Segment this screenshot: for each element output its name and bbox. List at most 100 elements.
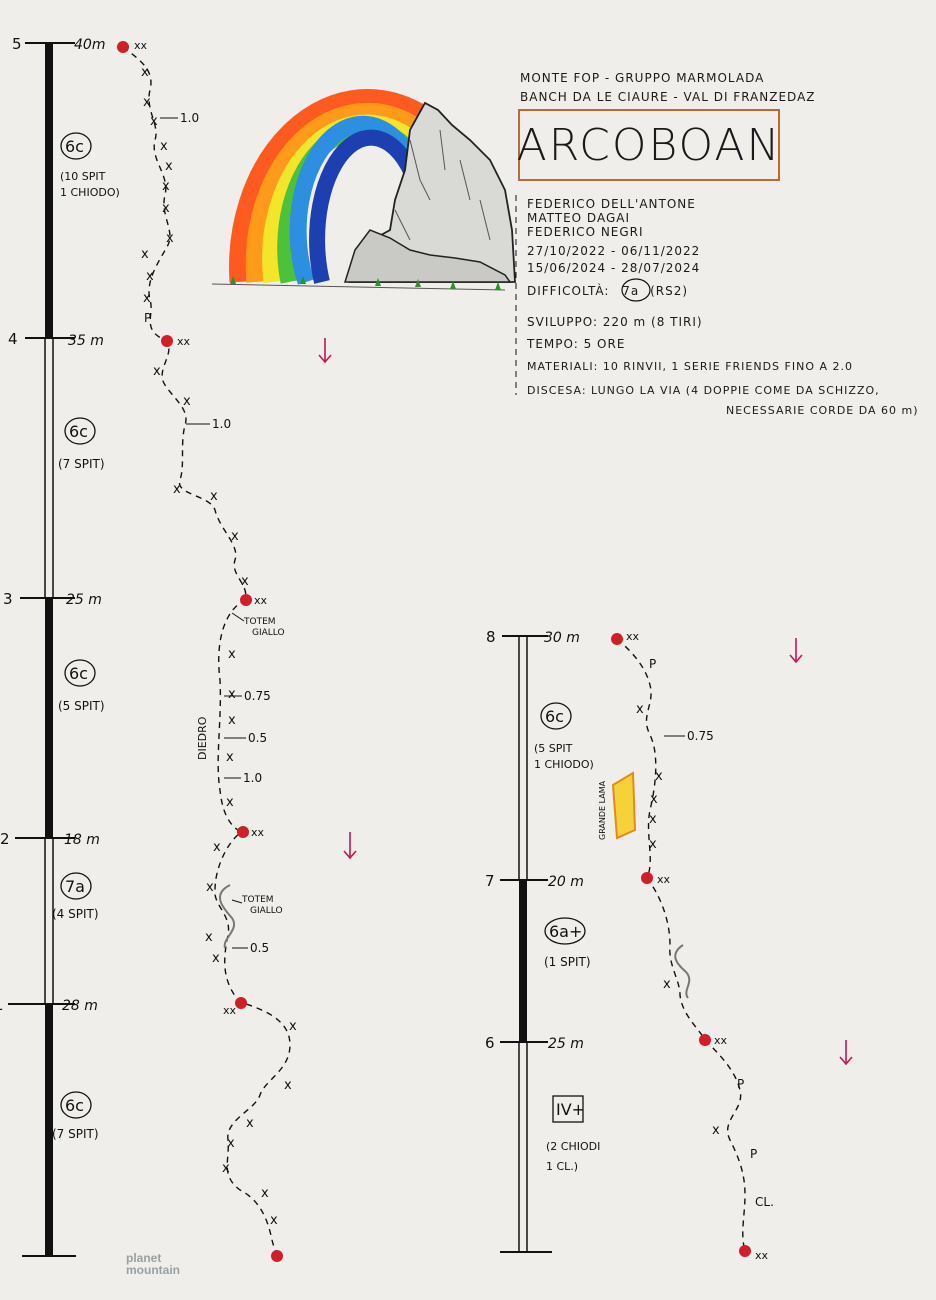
route-name-box: ARCOBOAN [516, 109, 782, 181]
piton-label: P [649, 657, 656, 671]
right-pitch-lengths: 30 m 20 m 25 m [544, 630, 584, 1052]
cam-label: 0.75 [687, 729, 714, 743]
svg-text:x: x [261, 1186, 269, 1201]
dates-1: 27/10/2022 - 06/11/2022 [527, 244, 701, 258]
svg-text:x: x [228, 687, 236, 702]
cam-label: 1.0 [243, 771, 262, 785]
grade-note: (5 SPIT) [58, 699, 105, 713]
grade-label: 6c [65, 1096, 84, 1115]
grade-note: (1 SPIT) [544, 955, 591, 969]
right-pitch-length: 25 m [548, 1036, 584, 1052]
difficulty-grade: 7a [622, 284, 640, 298]
left-scale-bar [8, 42, 76, 1257]
svg-text:x: x [655, 769, 663, 784]
belay-dot [237, 826, 249, 838]
grade-note: 1 CHIODO) [60, 186, 120, 199]
piton-label: P [144, 311, 151, 325]
svg-text:x: x [162, 179, 170, 194]
svg-text:x: x [141, 65, 149, 80]
svg-text:x: x [649, 837, 657, 852]
svg-text:x: x [284, 1078, 292, 1093]
mountain-peak [348, 101, 516, 283]
belay-dot [699, 1034, 711, 1046]
crack-squiggle [219, 884, 235, 949]
left-pitch-length: 35 m [68, 333, 104, 349]
right-scale-bar [500, 635, 552, 1253]
svg-text:x: x [150, 114, 158, 129]
right-grades: 6c (5 SPIT 1 CHIODO) 6a+ (1 SPIT) IV+ (2… [534, 702, 600, 1173]
svg-text:x: x [289, 1019, 297, 1034]
svg-text:x: x [663, 977, 671, 992]
belay-dot [641, 872, 653, 884]
flake-label: GRANDE LAMA [598, 780, 607, 840]
right-pitch-number: 7 [485, 872, 495, 890]
grade-note: (2 CHIODI [546, 1140, 600, 1153]
grade-label: 7a [65, 877, 85, 896]
cam-label: 0.5 [250, 941, 269, 955]
totem-label: TOTEM [243, 617, 276, 627]
bolt-marks: xxx xxx xxx xx xxx xxx xxx xx xxx x xxx … [141, 65, 720, 1228]
gear-line: MATERIALI: 10 RINVII, 1 SERIE FRIENDS FI… [527, 360, 854, 373]
belay-dot [240, 594, 252, 606]
svg-text:x: x [226, 795, 234, 810]
location-line-1: MONTE FOP - GRUPPO MARMOLADA [520, 71, 765, 85]
svg-text:x: x [649, 812, 657, 827]
time-line: TEMPO: 5 ORE [527, 337, 626, 351]
svg-text:x: x [162, 201, 170, 216]
first-ascent-1: FEDERICO DELL'ANTONE [527, 197, 696, 211]
svg-text:x: x [166, 231, 174, 246]
svg-text:x: x [146, 269, 154, 284]
left-pitch-number: 5 [12, 35, 22, 53]
left-grades: 6c (10 SPIT 1 CHIODO) 6c (7 SPIT) 6c (5 … [52, 132, 120, 1141]
diedro-label: DIEDRO [196, 716, 209, 760]
cl-label: CL. [755, 1195, 774, 1209]
totem-label: GIALLO [252, 628, 285, 638]
grade-note: 1 CHIODO) [534, 758, 594, 771]
svg-text:x: x [636, 702, 644, 717]
right-pitch-number: 8 [486, 628, 496, 646]
svg-text:x: x [241, 574, 249, 589]
cam-label: 1.0 [212, 417, 231, 431]
right-pitch-length: 30 m [544, 630, 580, 646]
grade-label: 6c [69, 664, 88, 683]
cam-label: 1.0 [180, 111, 199, 125]
crack-squiggle [674, 944, 691, 999]
belay-dot [235, 997, 247, 1009]
left-pitch-number: 4 [8, 330, 18, 348]
svg-text:x: x [205, 930, 213, 945]
svg-text:xx: xx [254, 594, 268, 607]
svg-text:x: x [206, 880, 214, 895]
left-pitch-length: 28 m [62, 998, 98, 1014]
belay-bolt-labels: xx xx xx xx xx xx xx xx xx [134, 39, 769, 1262]
left-pitch-length: 25 m [66, 592, 102, 608]
grade-note: (7 SPIT) [58, 457, 105, 471]
grade-label: 6a+ [549, 922, 582, 941]
svg-text:x: x [153, 364, 161, 379]
difficulty-extra: (RS2) [650, 284, 689, 298]
svg-text:x: x [712, 1123, 720, 1138]
flake-shape [611, 771, 637, 840]
svg-text:x: x [270, 1213, 278, 1228]
left-pitch-lengths: 40m 35 m 25 m 18 m 28 m [62, 37, 105, 1014]
cam-label: 0.5 [248, 731, 267, 745]
belay-dot [611, 633, 623, 645]
belay-dot [117, 41, 129, 53]
right-pitch-number: 6 [485, 1034, 495, 1052]
svg-text:x: x [165, 159, 173, 174]
svg-text:x: x [227, 1136, 235, 1151]
svg-text:x: x [222, 1161, 230, 1176]
svg-text:xx: xx [177, 335, 191, 348]
belays [117, 41, 751, 1262]
grade-note: (7 SPIT) [52, 1127, 99, 1141]
length-line: SVILUPPO: 220 m (8 TIRI) [527, 315, 703, 329]
left-pitch-numbers: 5 4 3 2 1 [0, 35, 22, 1014]
belay-dot [161, 335, 173, 347]
grade-label: IV+ [556, 1100, 585, 1119]
svg-text:x: x [210, 489, 218, 504]
cam-label: 0.75 [244, 689, 271, 703]
svg-text:x: x [173, 482, 181, 497]
route-name: ARCOBOAN [516, 119, 782, 171]
belay-dot [739, 1245, 751, 1257]
svg-text:x: x [141, 247, 149, 262]
